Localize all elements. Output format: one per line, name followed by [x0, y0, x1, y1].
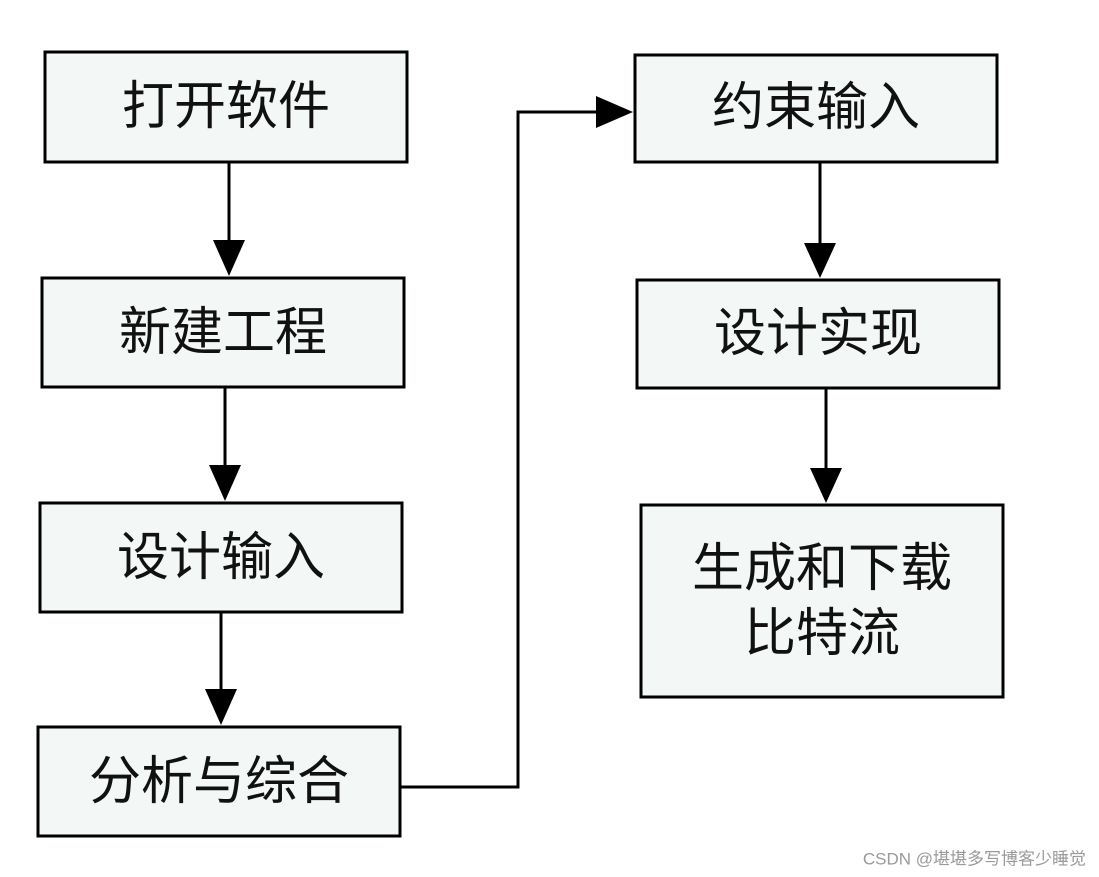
step-label: 约束输入	[712, 78, 920, 138]
step-box	[40, 276, 406, 389]
step-analysis-synthesis: 分析与综合	[36, 725, 402, 838]
step-design-implementation: 设计实现	[635, 278, 1001, 390]
arrow-implementation-to-bitstream	[810, 388, 842, 503]
step-label: 设计实现	[714, 304, 922, 364]
step-label: 新建工程	[119, 303, 327, 363]
arrowhead	[209, 465, 241, 501]
watermark-text: CSDN @堪堪多写博客少睡觉	[863, 850, 1086, 869]
step-new-project: 新建工程	[40, 276, 406, 389]
step-box	[36, 725, 402, 838]
step-box	[635, 278, 1001, 390]
step-label: 分析与综合	[89, 752, 349, 812]
step-box	[639, 503, 1005, 699]
step-box	[38, 501, 404, 614]
arrowhead	[810, 468, 842, 503]
step-label: 打开软件	[122, 77, 330, 137]
arrow-design-input-to-analysis	[205, 612, 237, 725]
arrow-open-to-new-project	[213, 162, 245, 276]
arrowhead	[205, 689, 237, 725]
step-label: 设计输入	[117, 528, 325, 588]
step-generate-download-bitstream: 生成和下载 比特流	[639, 503, 1005, 699]
arrow-new-project-to-design-input	[209, 387, 241, 501]
arrow-analysis-to-constraint-input	[400, 96, 633, 789]
step-design-input: 设计输入	[38, 501, 404, 614]
step-box	[633, 53, 999, 164]
step-constraint-input: 约束输入	[633, 53, 999, 164]
arrowhead	[213, 240, 245, 276]
step-label-line-2: 比特流	[744, 604, 900, 664]
arrow-line	[400, 110, 598, 789]
step-box	[43, 50, 409, 164]
arrowhead	[804, 243, 836, 278]
arrow-constraint-to-implementation	[804, 162, 836, 278]
step-open-software: 打开软件	[43, 50, 409, 164]
arrowhead	[596, 96, 633, 128]
step-label-line-1: 生成和下载	[692, 539, 952, 599]
